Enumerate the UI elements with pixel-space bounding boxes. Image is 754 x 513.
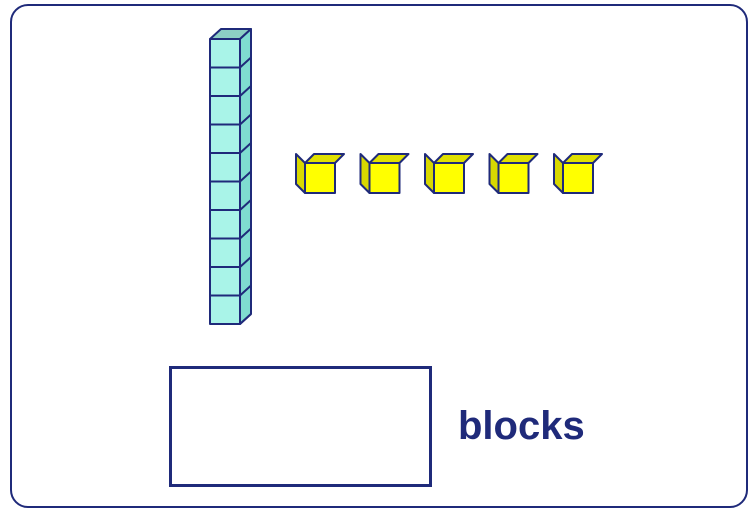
unit-cube xyxy=(296,154,344,193)
answer-input-box[interactable] xyxy=(169,366,432,487)
ten-rod-cell xyxy=(210,210,240,239)
unit-cubes xyxy=(296,154,602,193)
unit-cube-front xyxy=(370,163,400,193)
blocks-label: blocks xyxy=(458,398,585,454)
unit-cube xyxy=(554,154,602,193)
ten-rod-cell xyxy=(210,239,240,268)
unit-cube xyxy=(361,154,409,193)
unit-cube-top xyxy=(370,154,409,163)
unit-cube-side xyxy=(490,154,499,193)
ten-rod-cell xyxy=(210,125,240,154)
unit-cube-front xyxy=(305,163,335,193)
unit-cube-side xyxy=(425,154,434,193)
unit-cube-top xyxy=(305,154,344,163)
unit-cube-top xyxy=(434,154,473,163)
ten-rod-cell xyxy=(210,182,240,211)
unit-cube-side xyxy=(361,154,370,193)
unit-cube-top xyxy=(499,154,538,163)
ten-rod xyxy=(210,29,251,324)
unit-cube-side xyxy=(296,154,305,193)
unit-cube-front xyxy=(563,163,593,193)
unit-cube-top xyxy=(563,154,602,163)
ten-rod-cell xyxy=(210,153,240,182)
unit-cube-front xyxy=(434,163,464,193)
ten-rod-cell xyxy=(210,296,240,325)
ten-rod-cell xyxy=(210,39,240,68)
unit-cube-front xyxy=(499,163,529,193)
unit-cube xyxy=(425,154,473,193)
unit-cube xyxy=(490,154,538,193)
ten-rod-cell xyxy=(210,96,240,125)
ten-rod-cell xyxy=(210,267,240,296)
unit-cube-side xyxy=(554,154,563,193)
ten-rod-cell xyxy=(210,68,240,97)
